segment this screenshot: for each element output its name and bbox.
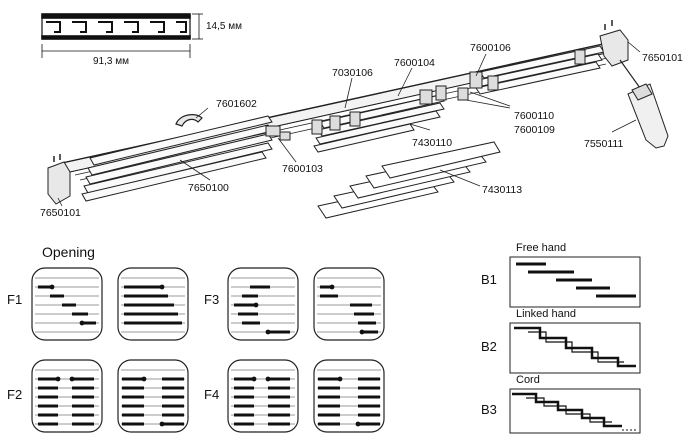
end-cap-left xyxy=(47,154,71,205)
end-cap-right xyxy=(599,20,629,67)
part-label-7600106: 7600106 xyxy=(470,42,511,54)
control-b1-label: Free hand xyxy=(516,242,567,254)
part-label-7600109: 7600109 xyxy=(514,124,555,136)
opening-icon-f1-left xyxy=(31,267,103,341)
opening-icon-f2-left xyxy=(31,359,103,433)
opening-icon-f4-left xyxy=(227,359,299,433)
track-assembly xyxy=(47,20,669,219)
part-label-7650101-left: 7650101 xyxy=(40,207,81,219)
part-label-7601602: 7601602 xyxy=(216,98,257,110)
opening-title: Opening xyxy=(42,244,95,260)
opening-icon-f1-right xyxy=(117,267,189,341)
carrier-bundle-7430110 xyxy=(311,85,447,153)
panels-7430113 xyxy=(317,141,501,219)
control-b2-code: B2 xyxy=(481,339,497,354)
wand-7550111 xyxy=(619,59,669,149)
leader-lines xyxy=(57,41,641,207)
part-label-7550111: 7550111 xyxy=(584,138,624,150)
carrier-bundle-upper xyxy=(457,45,605,101)
opening-f2-label: F2 xyxy=(7,387,23,402)
profile-cross-section xyxy=(41,13,191,40)
profile-width-label: 91,3 мм xyxy=(93,56,129,67)
control-b3 xyxy=(509,388,641,434)
control-b3-label: Cord xyxy=(516,374,540,386)
part-label-7430113: 7430113 xyxy=(482,184,523,196)
part-label-7030106: 7030106 xyxy=(332,67,373,79)
control-b2-label: Linked hand xyxy=(516,308,576,320)
profile-height-label: 14,5 мм xyxy=(206,21,242,32)
rail-bundle-7650100 xyxy=(81,115,273,202)
part-label-7600110: 7600110 xyxy=(514,110,555,122)
opening-icon-f3-right xyxy=(313,267,385,341)
part-label-7600104: 7600104 xyxy=(394,57,435,69)
connector-7600103 xyxy=(265,125,291,141)
control-b1-code: B1 xyxy=(481,272,497,287)
opening-icon-f3-left xyxy=(227,267,299,341)
opening-f3-label: F3 xyxy=(204,292,220,307)
profile-width-dimension xyxy=(41,44,191,58)
part-label-7430110: 7430110 xyxy=(412,137,453,149)
profile-height-dimension xyxy=(192,13,203,40)
opening-icon-f2-right xyxy=(117,359,189,433)
opening-f1-label: F1 xyxy=(7,292,23,307)
opening-f4-label: F4 xyxy=(204,387,220,402)
part-label-7650101-right: 7650101 xyxy=(642,52,683,64)
control-b2 xyxy=(509,322,641,374)
opening-icon-f4-right xyxy=(313,359,385,433)
control-b3-code: B3 xyxy=(481,402,497,417)
opening-boxes xyxy=(31,267,385,433)
handle-7601602 xyxy=(175,114,203,127)
part-label-7600103: 7600103 xyxy=(282,163,323,175)
control-b1 xyxy=(509,256,641,308)
part-label-7650100: 7650100 xyxy=(188,182,229,194)
